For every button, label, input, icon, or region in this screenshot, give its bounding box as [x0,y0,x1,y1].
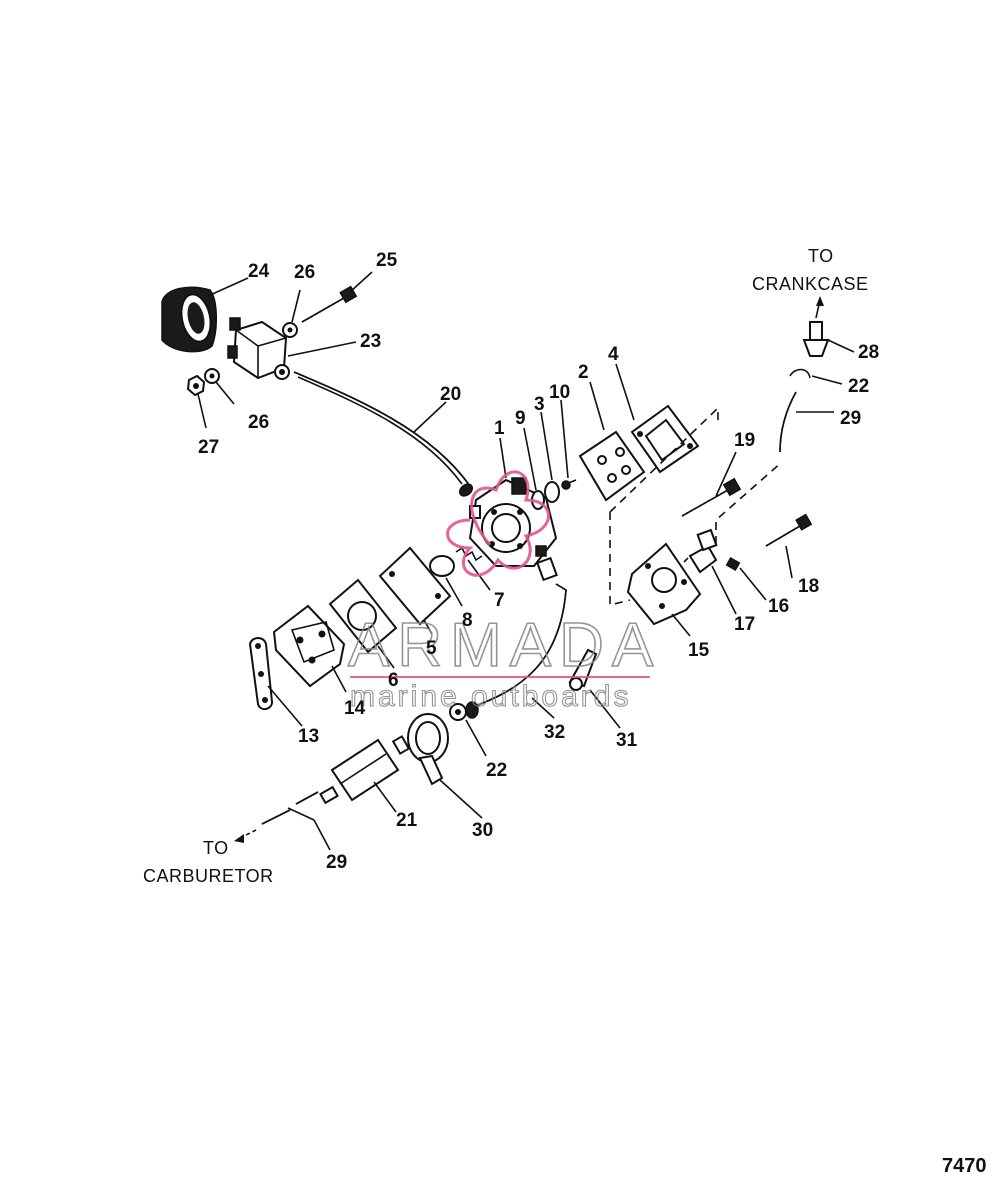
caption-carburetor: CARBURETOR [143,866,274,886]
part-washer-3 [544,481,560,503]
figure-id: 7470 [942,1155,987,1177]
callout-7: 7 [494,590,505,611]
arrow-to-carburetor [234,829,257,843]
part-bolt-18 [765,513,813,547]
callout-29-upper: 29 [840,408,861,429]
part-spring-7 [455,546,483,562]
part-fuel-line-32 [465,583,567,719]
callout-31: 31 [616,730,638,751]
caption-carburetor-to: TO [203,838,229,858]
callout-2: 2 [578,362,589,383]
callout-3: 3 [534,394,545,415]
callout-17: 17 [734,614,755,635]
watermark: ARMADA marine outboards [347,470,661,714]
part-filter-21 [319,735,411,805]
callout-24: 24 [248,261,270,282]
callout-16: 16 [768,596,789,617]
part-clamp-22a [449,703,467,721]
part-gasket-6 [328,578,398,654]
part-gasket-2 [578,430,646,502]
part-diaphragm-5 [378,546,452,626]
part-elbow-17 [683,528,718,574]
part-hose-29a [779,391,797,453]
part-gasket-4 [630,404,700,474]
leader-lines [197,271,855,851]
callout-28: 28 [858,342,879,363]
part-solenoid-23 [227,317,290,380]
callout-26-lower: 26 [248,412,269,433]
callout-10: 10 [549,382,570,403]
caption-crankcase: CRANKCASE [752,274,869,294]
callout-15: 15 [688,640,710,661]
callout-22-lower: 22 [486,760,507,781]
part-sleeve-24 [161,286,217,353]
part-bolt-25 [301,285,358,323]
part-cover-14 [272,604,346,688]
part-hose-20 [293,371,474,497]
part-base-15 [626,542,702,626]
callout-32: 32 [544,722,565,743]
callout-4: 4 [608,344,619,365]
part-bolt-19 [681,477,742,517]
callout-21: 21 [396,810,418,831]
part-plug-16 [725,557,741,571]
callout-23: 23 [360,331,381,352]
callout-1: 1 [494,418,505,439]
callout-27: 27 [198,437,219,458]
callout-26-upper: 26 [294,262,315,283]
watermark-tagline: marine outboards [350,680,631,713]
part-washer-26b [204,368,220,384]
callout-19: 19 [734,430,755,451]
part-bracket-13 [248,637,274,710]
arrow-to-crankcase [815,296,824,319]
callout-22-upper: 22 [848,376,869,397]
part-screw-10 [561,479,577,490]
watermark-brand: ARMADA [348,611,661,680]
part-washer-26a [282,322,298,338]
part-nut-27 [186,374,206,397]
assembly-line-upper [609,406,719,607]
callout-25: 25 [376,250,398,271]
callout-8: 8 [462,610,473,631]
part-valve-8 [429,555,455,577]
assembly-line-crank [715,461,783,544]
callout-6: 6 [388,670,399,691]
callout-9: 9 [515,408,526,429]
part-fitting-28 [802,321,830,357]
callout-29-lower: 29 [326,852,347,873]
callout-14: 14 [344,698,366,719]
caption-crankcase-to: TO [808,246,834,266]
callout-20: 20 [440,384,461,405]
part-clamp-30 [407,713,449,786]
part-hose-29b [261,791,319,825]
callout-labels: 24 26 25 23 20 26 27 1 9 3 10 2 4 7 8 5 … [198,250,879,873]
callout-13: 13 [298,726,319,747]
callout-5: 5 [426,638,437,659]
callout-30: 30 [472,820,493,841]
callout-18: 18 [798,576,819,597]
part-clamp-22b [789,368,811,379]
watermark-clover-icon [446,470,550,577]
